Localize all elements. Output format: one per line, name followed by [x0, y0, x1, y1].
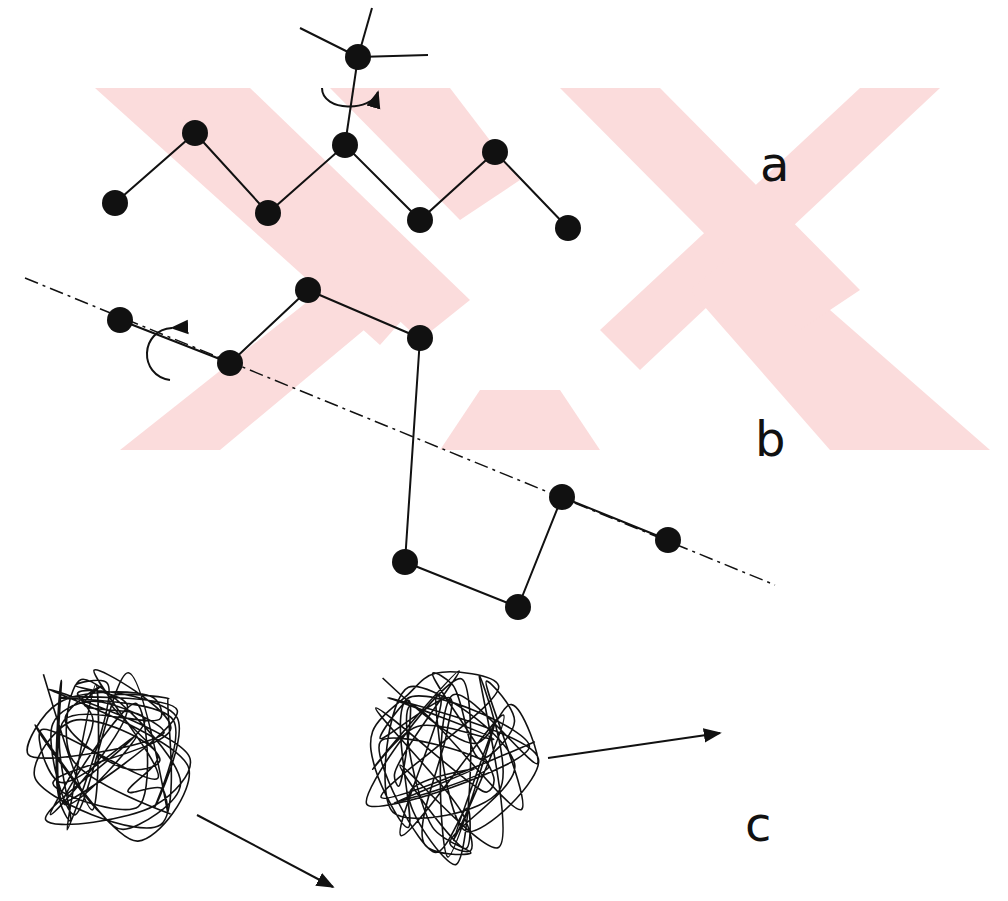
- side-bond: [345, 57, 358, 145]
- chain-a: [115, 133, 568, 228]
- atom: [102, 190, 128, 216]
- watermark: [95, 88, 990, 450]
- rotation-arrow: [322, 88, 378, 107]
- panel-label: a: [760, 140, 789, 188]
- atom: [555, 215, 581, 241]
- atom: [392, 549, 418, 575]
- polymer-coils: [27, 670, 720, 887]
- panel-label: b: [755, 415, 785, 463]
- polymer-chain: [25, 8, 775, 620]
- atom: [505, 594, 531, 620]
- atom: [482, 139, 508, 165]
- polymer-coil: [366, 671, 538, 865]
- panel-label: c: [745, 800, 771, 848]
- atom: [345, 44, 371, 70]
- atom: [655, 527, 681, 553]
- atom: [407, 325, 433, 351]
- rotation-arrow: [147, 328, 172, 380]
- atom: [255, 200, 281, 226]
- atom: [295, 277, 321, 303]
- chain-b: [120, 290, 668, 607]
- motion-arrow: [548, 733, 720, 758]
- polymer-coil: [27, 670, 190, 841]
- motion-arrow: [197, 815, 333, 887]
- atom: [182, 120, 208, 146]
- atom: [107, 307, 133, 333]
- atom: [332, 132, 358, 158]
- atom: [549, 484, 575, 510]
- atom: [217, 350, 243, 376]
- rotation-axis: [25, 278, 775, 585]
- atom: [407, 207, 433, 233]
